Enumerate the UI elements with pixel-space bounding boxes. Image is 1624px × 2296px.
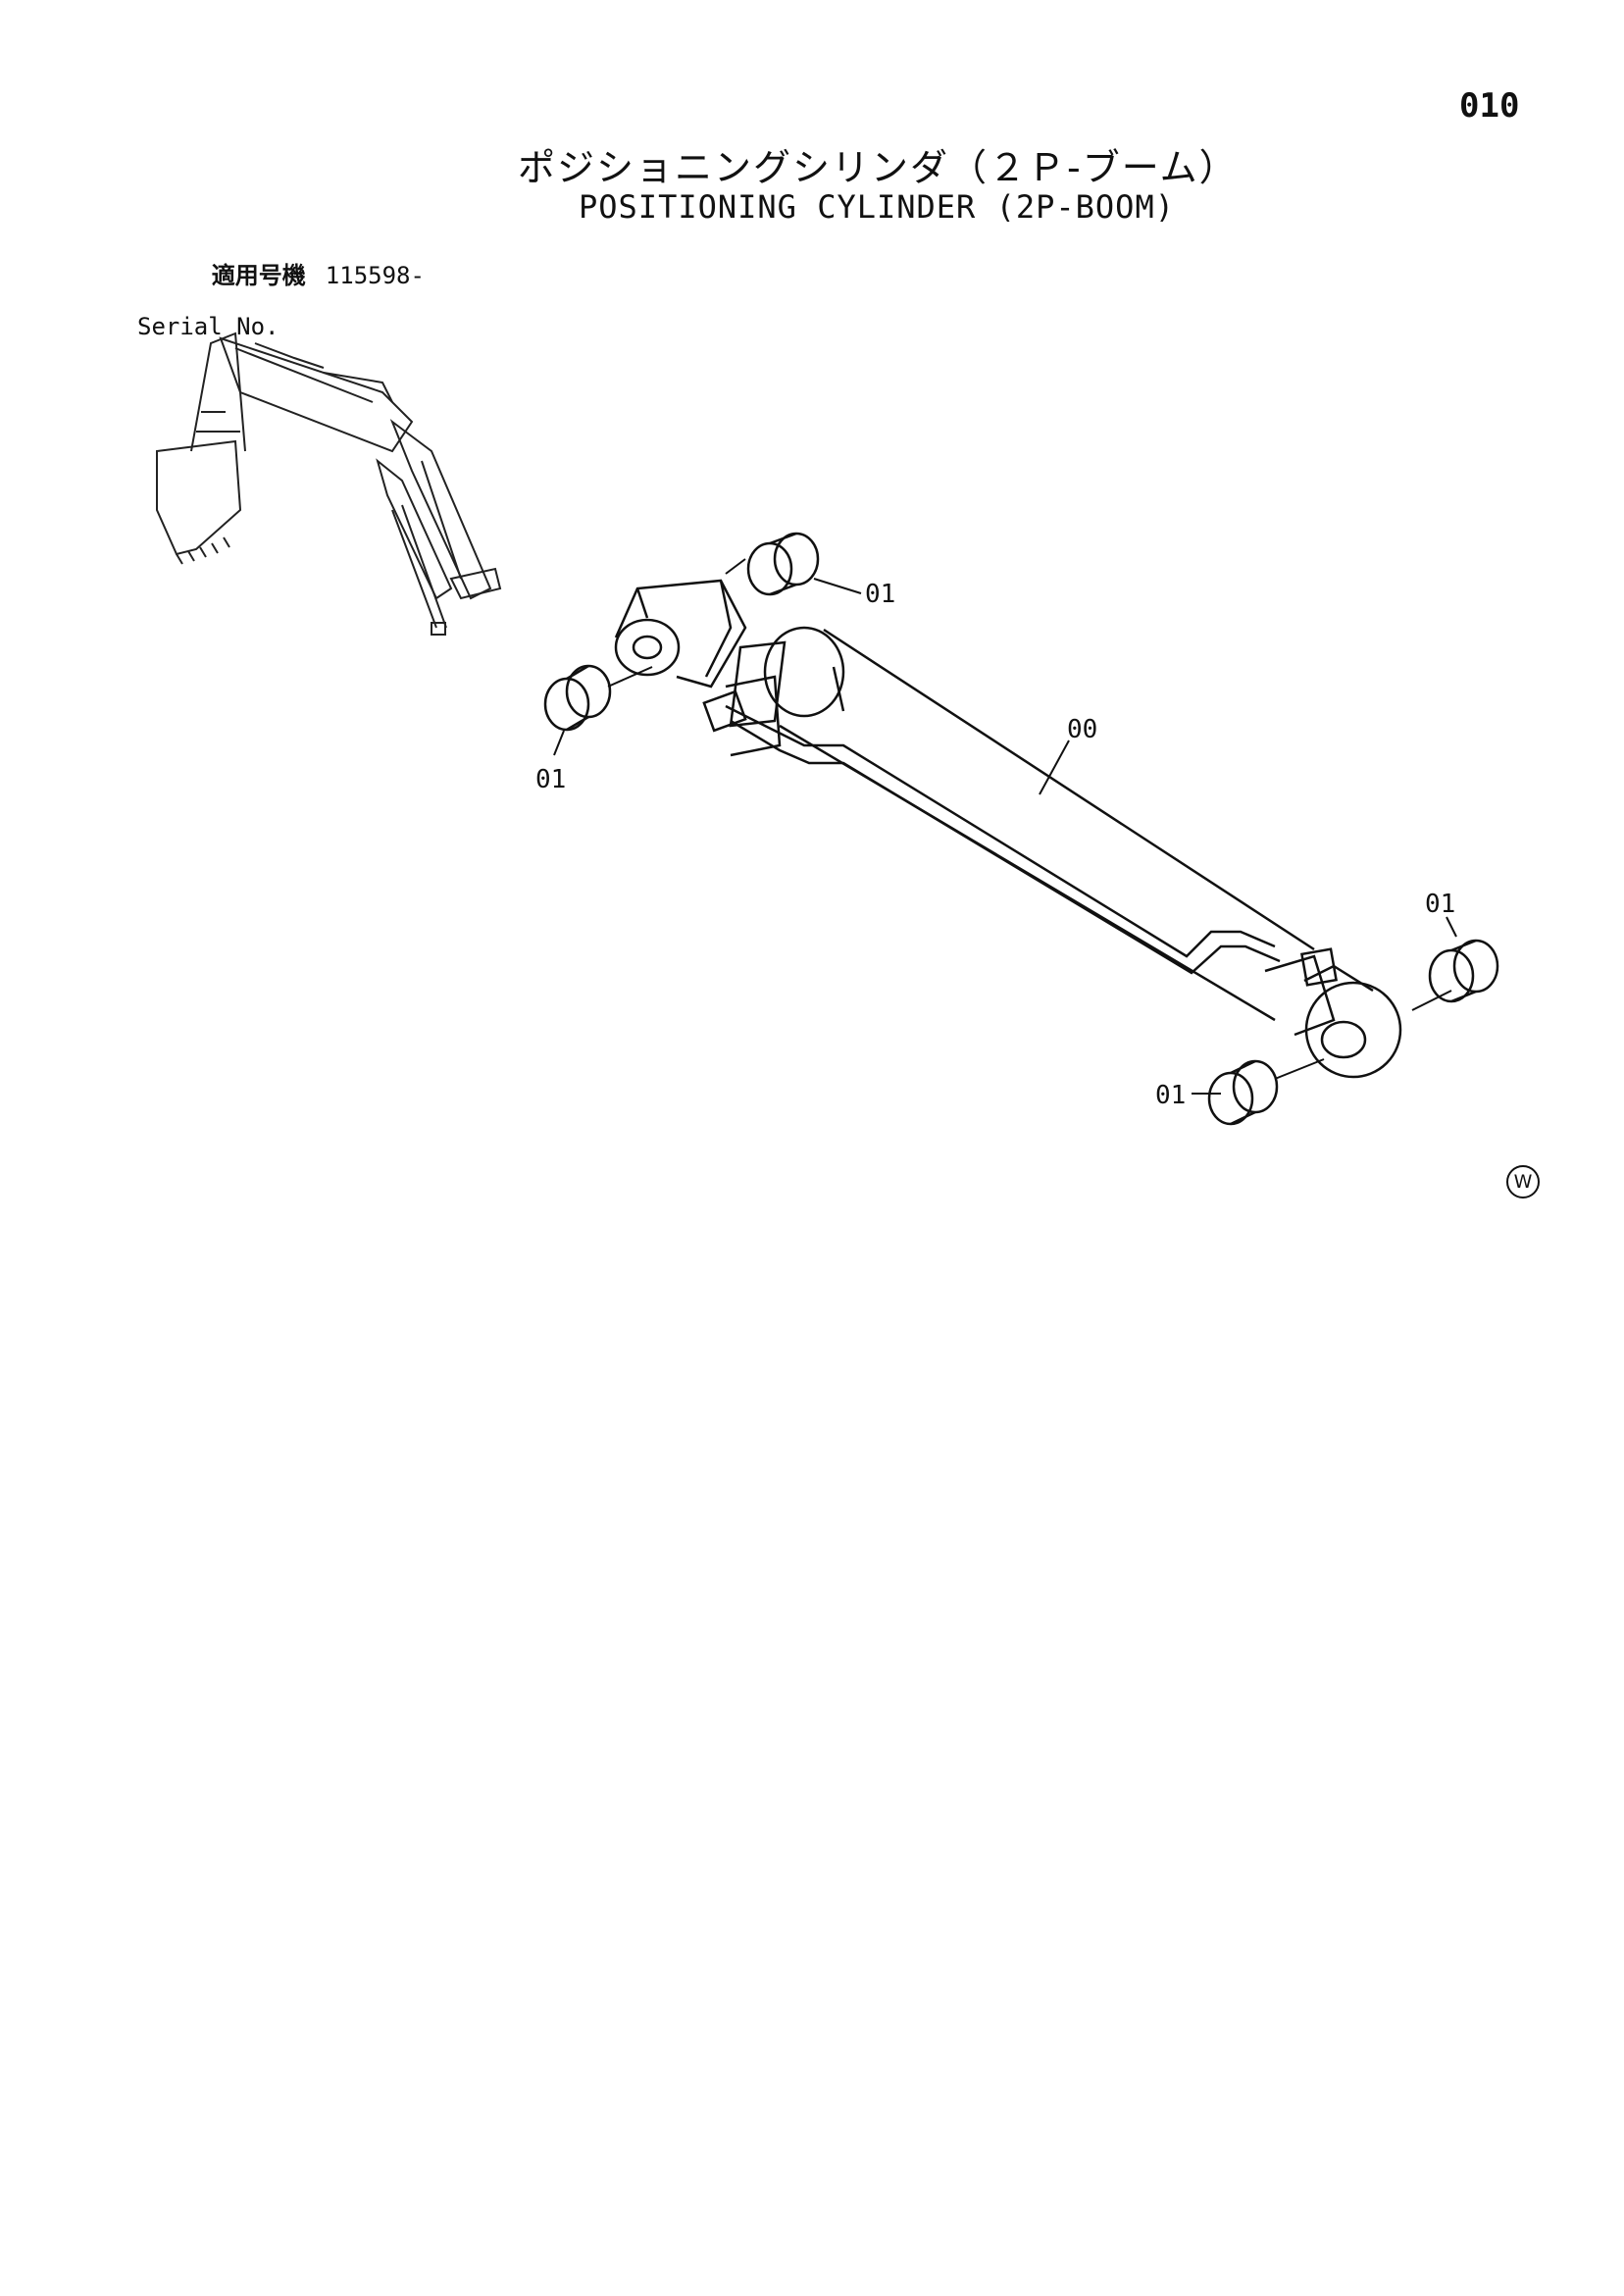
serial-label-english: Serial No. bbox=[137, 313, 279, 340]
callout-cylinder: 00 bbox=[1067, 715, 1097, 744]
bushing-top bbox=[746, 532, 820, 596]
bushing-left bbox=[543, 664, 612, 732]
page-title-english: POSITIONING CYLINDER (2P-BOOM) bbox=[579, 188, 1175, 226]
w-mark: W bbox=[1506, 1165, 1540, 1199]
page-title-japanese: ポジショニングシリンダ（２Ｐ-ブーム） bbox=[518, 146, 1239, 189]
leader-lines bbox=[553, 558, 1457, 1095]
callout-bushing-right-top: 01 bbox=[1425, 890, 1455, 919]
serial-label-japanese: 適用号機 bbox=[211, 262, 306, 289]
bushing-right-top bbox=[1428, 939, 1499, 1003]
serial-number-value: 115598- bbox=[325, 262, 425, 289]
serial-block: 適用号機 115598- Serial No. bbox=[137, 237, 425, 339]
excavator-thumbnail bbox=[156, 332, 502, 636]
bushing-right-bottom bbox=[1207, 1059, 1279, 1126]
page-number: 010 bbox=[1459, 86, 1520, 126]
callout-bushing-right-bottom: 01 bbox=[1155, 1081, 1186, 1110]
callout-bushing-top: 01 bbox=[865, 580, 895, 609]
callout-bushing-left: 01 bbox=[535, 765, 566, 794]
positioning-cylinder bbox=[614, 579, 1402, 1079]
